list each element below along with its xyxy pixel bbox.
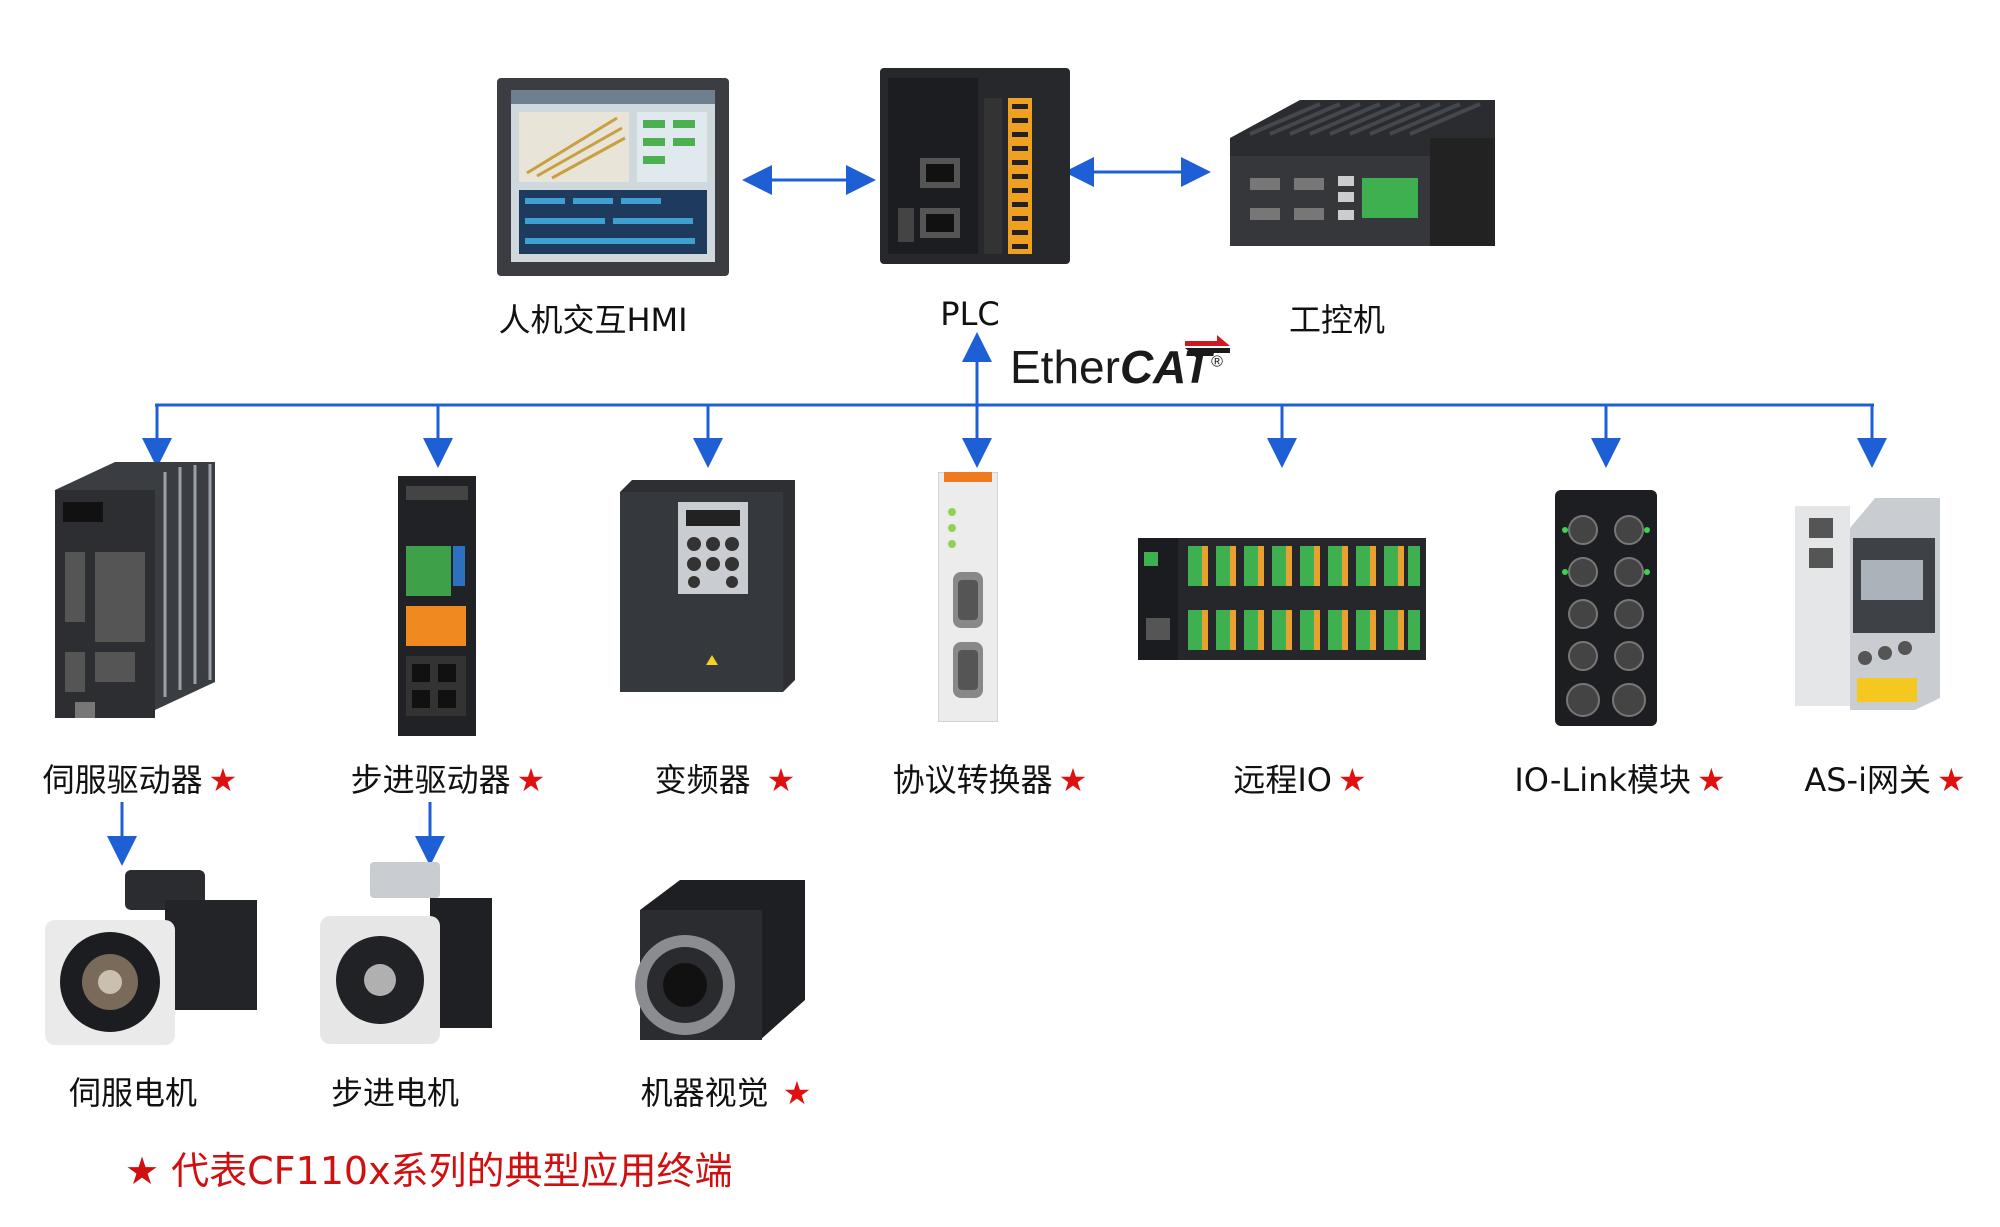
- ethercat-prefix: Ether: [1010, 341, 1120, 393]
- hmi-label: 人机交互HMI: [498, 301, 688, 339]
- io-link-module-icon: [1555, 490, 1657, 726]
- remote-io-icon: [1138, 538, 1426, 660]
- device-text: 伺服驱动器: [42, 761, 203, 799]
- stepper-motor-icon: [320, 862, 492, 1044]
- endpoint-text: 伺服电机: [68, 1074, 198, 1112]
- star-icon: ★: [1936, 761, 1966, 799]
- star-icon: ★: [516, 761, 546, 799]
- device-label-io-link: IO-Link模块★: [1514, 755, 1725, 801]
- ethercat-reg: ®: [1211, 353, 1223, 371]
- asi-gateway-icon: [1795, 498, 1940, 710]
- device-text: 变频器: [654, 761, 751, 799]
- device-text: IO-Link模块: [1514, 761, 1691, 799]
- endpoint-text: 机器视觉: [640, 1074, 769, 1112]
- device-label-servo-drive: 伺服驱动器★: [43, 755, 238, 801]
- inverter-icon: [620, 480, 795, 692]
- device-label-protocol-converter: 协议转换器★: [893, 755, 1088, 801]
- device-text: 远程IO: [1233, 761, 1332, 799]
- protocol-converter-icon: [938, 472, 998, 722]
- star-icon: ★: [766, 761, 796, 799]
- device-text: 协议转换器: [892, 761, 1053, 799]
- endpoint-label-machine-vision: 机器视觉 ★: [641, 1068, 812, 1114]
- device-text: AS-i网关: [1804, 761, 1931, 799]
- endpoint-label-stepper-motor: 步进电机: [331, 1068, 459, 1114]
- machine-vision-camera-icon: [635, 880, 805, 1040]
- device-label-inverter: 变频器 ★: [655, 755, 796, 801]
- plc-label: PLC: [940, 295, 1000, 333]
- legend-note: ★ 代表CF110x系列的典型应用终端: [125, 1149, 733, 1193]
- device-label-stepper-drive: 步进驱动器★: [351, 755, 546, 801]
- star-icon: ★: [208, 761, 238, 799]
- star-icon: ★: [782, 1074, 812, 1112]
- servo-drive-icon: [55, 462, 215, 718]
- star-icon: ★: [1696, 761, 1726, 799]
- device-label-remote-io: 远程IO★: [1233, 755, 1366, 801]
- device-text: 步进驱动器: [350, 761, 511, 799]
- stepper-drive-icon: [398, 476, 476, 736]
- servo-motor-icon: [45, 870, 257, 1045]
- ethercat-swoosh-icon: [1185, 335, 1230, 359]
- industrial-pc-icon: [1230, 100, 1495, 246]
- plc-icon: [880, 68, 1070, 264]
- star-icon: ★: [1058, 761, 1088, 799]
- endpoint-text: 步进电机: [330, 1074, 460, 1112]
- endpoint-label-servo-motor: 伺服电机: [69, 1068, 197, 1114]
- ipc-label: 工控机: [1288, 301, 1386, 339]
- star-icon: ★: [1337, 761, 1367, 799]
- hmi-panel-icon: [497, 78, 729, 276]
- device-label-asi-gateway: AS-i网关★: [1804, 755, 1965, 801]
